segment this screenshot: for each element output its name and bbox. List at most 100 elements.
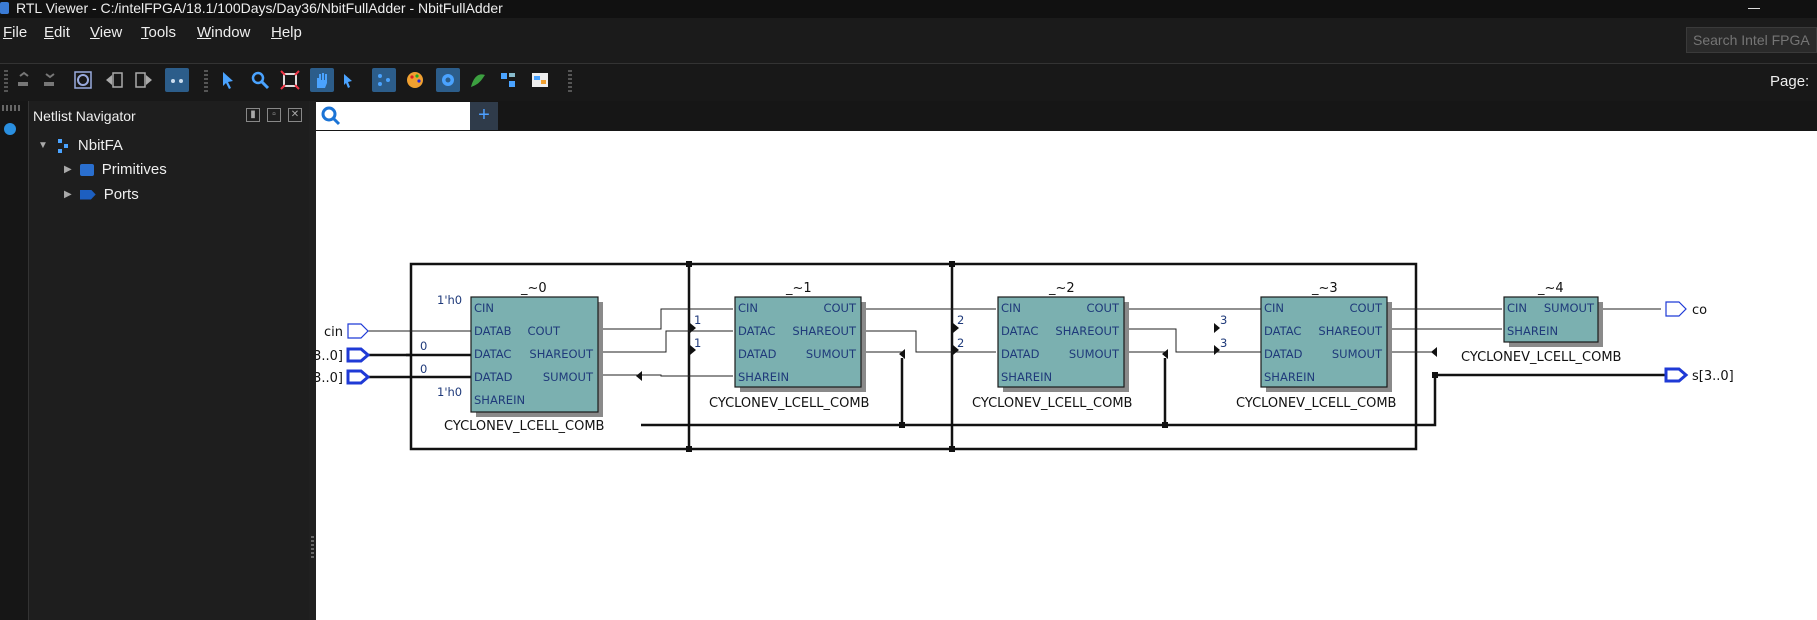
netlist-icon[interactable] bbox=[372, 68, 396, 92]
cell-2[interactable] bbox=[997, 296, 1125, 388]
cell-0[interactable] bbox=[470, 296, 599, 413]
pin-icon[interactable]: ▮ bbox=[246, 108, 260, 122]
pin-label: SHAREIN bbox=[1507, 324, 1558, 338]
float-icon[interactable]: ▫ bbox=[267, 108, 281, 122]
menu-view[interactable]: View bbox=[90, 24, 122, 41]
close-icon[interactable]: ✕ bbox=[288, 108, 302, 122]
pin-label: DATAB bbox=[474, 324, 512, 338]
menu-edit[interactable]: Edit bbox=[44, 24, 70, 41]
report-icon[interactable] bbox=[528, 68, 552, 92]
pointer-icon[interactable] bbox=[336, 68, 360, 92]
partition-icon[interactable] bbox=[496, 68, 520, 92]
menu-window[interactable]: Window bbox=[197, 24, 250, 41]
cell-name: _~0 bbox=[520, 281, 547, 296]
bird-icon[interactable] bbox=[466, 68, 490, 92]
window-title: RTL Viewer - C:/intelFPGA/18.1/100Days/D… bbox=[16, 0, 503, 16]
cell-type: CYCLONEV_LCELL_COMB bbox=[709, 396, 869, 411]
chat-icon[interactable] bbox=[4, 123, 16, 135]
input-port-b[interactable] bbox=[346, 347, 371, 363]
menu-help[interactable]: Help bbox=[271, 24, 302, 41]
select-icon[interactable] bbox=[216, 68, 240, 92]
back-icon[interactable] bbox=[12, 68, 36, 92]
bit-index: 0 bbox=[420, 362, 427, 376]
junction bbox=[1162, 422, 1168, 428]
palette-icon[interactable] bbox=[403, 68, 427, 92]
pin-label: DATAD bbox=[474, 370, 513, 384]
refresh-icon[interactable] bbox=[71, 68, 95, 92]
toolbar-grip-2[interactable] bbox=[204, 70, 208, 92]
wire bbox=[595, 308, 733, 330]
menu-bar bbox=[0, 18, 1817, 62]
caret-right-icon[interactable]: ▶ bbox=[64, 164, 72, 175]
bus-loop bbox=[409, 262, 1418, 451]
tree-item-root[interactable]: ▼ NbitFA bbox=[38, 137, 123, 154]
magnifier-icon bbox=[321, 106, 341, 126]
zoom-icon[interactable] bbox=[248, 68, 272, 92]
hand-icon[interactable] bbox=[310, 68, 334, 92]
splitter-grip[interactable] bbox=[311, 536, 314, 558]
input-port-a[interactable] bbox=[346, 369, 371, 385]
panel-splitter[interactable] bbox=[309, 101, 316, 620]
input-port-cin[interactable] bbox=[347, 323, 369, 339]
toolbar-grip[interactable] bbox=[4, 70, 8, 92]
cell-3[interactable] bbox=[1260, 296, 1388, 388]
caret-down-icon[interactable]: ▼ bbox=[38, 140, 48, 151]
output-port-co[interactable] bbox=[1665, 301, 1687, 317]
pin-label: DATAD bbox=[1264, 347, 1303, 361]
pin-label: SHAREOUT bbox=[529, 347, 594, 361]
pin-label: CIN bbox=[1001, 301, 1021, 315]
cell-1[interactable] bbox=[734, 296, 862, 388]
output-port-s[interactable] bbox=[1664, 367, 1689, 383]
tab-rtl-viewer[interactable] bbox=[316, 102, 470, 130]
settings-gear-icon[interactable] bbox=[436, 68, 460, 92]
cell-4[interactable] bbox=[1503, 296, 1599, 343]
menu-tools[interactable]: Tools bbox=[141, 24, 176, 41]
search-input[interactable] bbox=[1686, 27, 1817, 53]
wire bbox=[595, 330, 733, 353]
pin-label: SHAREIN bbox=[1264, 370, 1315, 384]
cell-name: _~3 bbox=[1311, 281, 1338, 296]
rtl-schematic[interactable]: _~0 CIN DATAB DATAC DATAD SHAREIN COUT S… bbox=[316, 131, 1817, 620]
menu-file[interactable]: File bbox=[3, 24, 27, 41]
bit-index: 2 bbox=[957, 313, 964, 327]
collapse-icon[interactable] bbox=[102, 68, 126, 92]
cell-name: _~1 bbox=[785, 281, 812, 296]
dock-grip[interactable] bbox=[2, 105, 22, 111]
toolbar bbox=[0, 63, 1817, 102]
cell-type: CYCLONEV_LCELL_COMB bbox=[1236, 396, 1396, 411]
minimize-button[interactable] bbox=[1748, 8, 1760, 9]
menu-window-label: indow bbox=[211, 24, 251, 41]
pin-label: SUMOUT bbox=[543, 370, 594, 384]
menu-help-mnemonic: H bbox=[271, 24, 282, 41]
add-tab-button[interactable]: + bbox=[470, 102, 498, 130]
bit-index: 1 bbox=[694, 336, 701, 350]
pin-label: SHAREOUT bbox=[1318, 324, 1383, 338]
side-dock bbox=[0, 101, 29, 620]
expand-icon[interactable] bbox=[132, 68, 156, 92]
pin-label: CIN bbox=[738, 301, 758, 315]
schematic-canvas[interactable]: _~0 CIN DATAB DATAC DATAD SHAREIN COUT S… bbox=[316, 131, 1817, 620]
title-bar: RTL Viewer - C:/intelFPGA/18.1/100Days/D… bbox=[0, 0, 1817, 18]
port-label: cin bbox=[324, 325, 343, 340]
bit-index: 0 bbox=[420, 339, 427, 353]
forward-icon[interactable] bbox=[38, 68, 62, 92]
hierarchy-icon[interactable] bbox=[165, 68, 189, 92]
toolbar-grip-3[interactable] bbox=[568, 70, 572, 92]
tree-item-label: Ports bbox=[103, 186, 139, 203]
caret-right-icon[interactable]: ▶ bbox=[64, 189, 72, 200]
tree-item-ports[interactable]: ▶ Ports bbox=[64, 186, 139, 203]
wire bbox=[861, 330, 996, 353]
wire bbox=[595, 374, 733, 377]
junction bbox=[949, 261, 955, 267]
tree-item-primitives[interactable]: ▶ Primitives bbox=[64, 161, 167, 178]
tree-item-label: NbitFA bbox=[77, 137, 123, 154]
pin-label: SHAREIN bbox=[474, 393, 525, 407]
tab-bar bbox=[316, 101, 1817, 131]
pin-label: SUMOUT bbox=[1332, 347, 1383, 361]
menu-edit-label: dit bbox=[54, 24, 70, 41]
sum-bus bbox=[641, 375, 1437, 427]
pin-label: DATAC bbox=[474, 347, 511, 361]
menu-tools-label: ools bbox=[148, 24, 177, 41]
pin-label: SHAREOUT bbox=[1055, 324, 1120, 338]
fit-icon[interactable] bbox=[278, 68, 302, 92]
